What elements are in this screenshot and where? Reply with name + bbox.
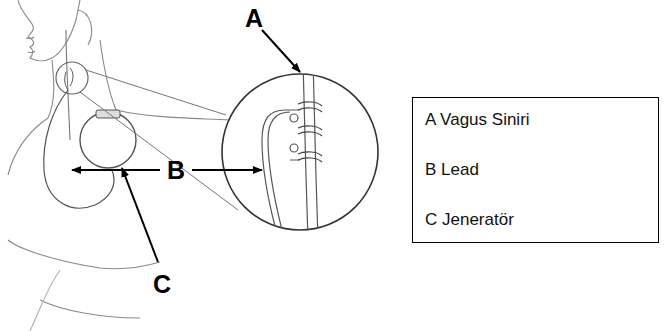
legend-entry: B Lead — [425, 160, 646, 180]
generator — [80, 112, 136, 168]
legend-box: A Vagus Siniri B Lead C Jeneratör — [412, 97, 659, 243]
detail-marker — [56, 62, 88, 94]
legend-entry: A Vagus Siniri — [425, 110, 646, 130]
body-outline — [8, 0, 230, 331]
callout-letter: B — [167, 158, 185, 183]
magnified-view — [222, 74, 378, 230]
callout-letter: A — [245, 6, 263, 31]
callout-letter: C — [153, 272, 171, 297]
legend-entry: C Jeneratör — [425, 210, 646, 230]
callout-arrows — [72, 30, 300, 262]
